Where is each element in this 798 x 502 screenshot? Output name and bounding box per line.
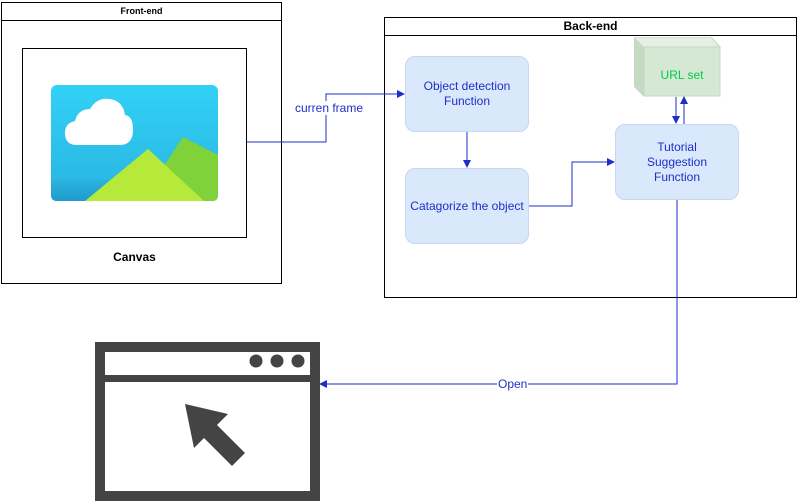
object-detection-node[interactable]: Object detection Function bbox=[405, 56, 529, 132]
edge-open bbox=[319, 200, 678, 388]
categorize-label: Catagorize the object bbox=[410, 198, 524, 213]
image-icon bbox=[51, 85, 218, 201]
frontend-title: Front-end bbox=[2, 3, 281, 21]
url-set-label: URL set bbox=[660, 68, 704, 82]
edge-frame bbox=[247, 90, 405, 143]
categorize-node[interactable]: Catagorize the object bbox=[405, 168, 529, 244]
tutorial-suggestion-node[interactable]: Tutorial Suggestion Function bbox=[615, 124, 739, 200]
cube-store-icon bbox=[634, 37, 721, 97]
canvas-label: Canvas bbox=[113, 250, 156, 264]
backend-title: Back-end bbox=[385, 18, 796, 36]
edge-categorize-tutorial bbox=[529, 158, 615, 207]
edge-label-open: Open bbox=[497, 377, 529, 391]
edge-label-frame: curren frame bbox=[294, 101, 365, 115]
tutorial-suggestion-label: Tutorial Suggestion Function bbox=[646, 139, 708, 184]
browser-window-icon[interactable] bbox=[95, 342, 320, 501]
object-detection-label: Object detection Function bbox=[423, 79, 511, 108]
cursor-arrow-icon bbox=[185, 404, 245, 466]
